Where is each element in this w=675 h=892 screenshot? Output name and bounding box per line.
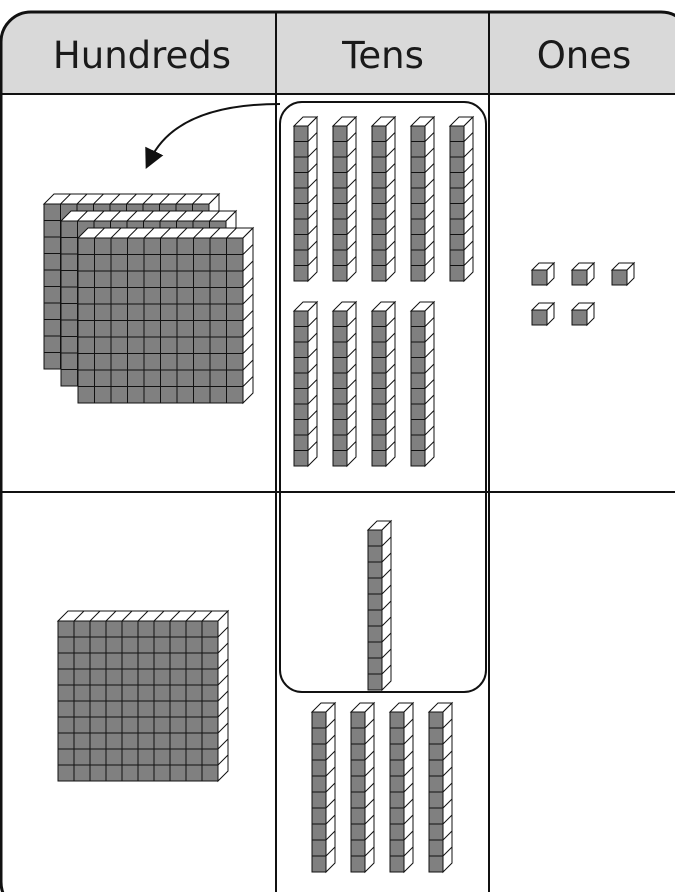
- one-cube: [532, 303, 554, 325]
- one-cube: [532, 263, 554, 285]
- base-ten-blocks: [44, 117, 634, 872]
- header-ones: Ones: [537, 34, 632, 77]
- ten-rod: [312, 703, 335, 872]
- ten-rod: [333, 117, 356, 281]
- one-cube: [572, 263, 594, 285]
- ten-rod: [429, 703, 452, 872]
- ten-rod: [333, 302, 356, 466]
- ten-rod: [372, 302, 395, 466]
- ten-rod: [368, 521, 391, 690]
- ten-rod: [411, 302, 434, 466]
- ten-rod: [294, 117, 317, 281]
- ten-rod: [372, 117, 395, 281]
- ten-rod: [390, 703, 413, 872]
- regroup-arrow: [150, 104, 280, 160]
- one-cube: [612, 263, 634, 285]
- ten-rod: [450, 117, 473, 281]
- header-hundreds: Hundreds: [53, 34, 231, 77]
- ten-rod: [411, 117, 434, 281]
- ten-rod: [294, 302, 317, 466]
- header-tens: Tens: [341, 34, 424, 77]
- place-value-table: Hundreds Tens Ones: [0, 12, 675, 892]
- hundred-flat: [58, 611, 228, 781]
- ten-rod: [351, 703, 374, 872]
- one-cube: [572, 303, 594, 325]
- hundred-flat: [78, 228, 253, 403]
